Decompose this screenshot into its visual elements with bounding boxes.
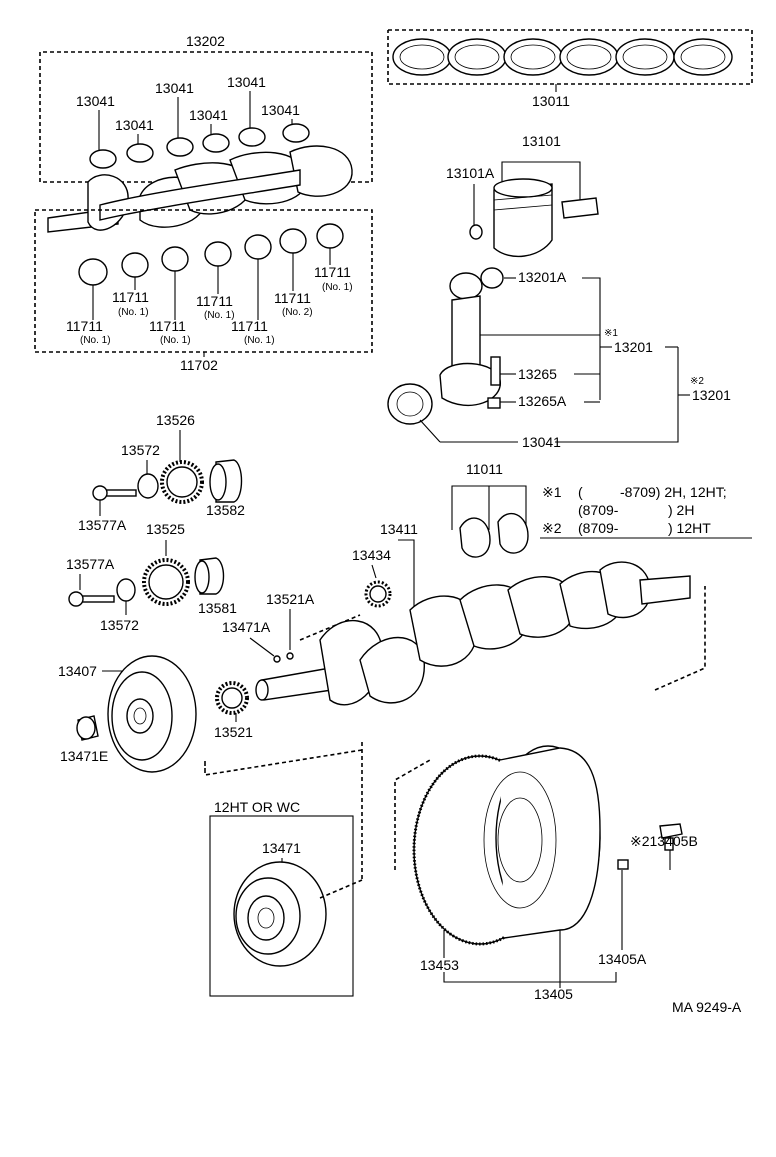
- label-11711-note: (No. 1): [80, 335, 111, 346]
- label-13525: 13525: [146, 521, 185, 537]
- variant-label: 12HT OR WC: [214, 799, 300, 815]
- label-13041: 13041: [522, 434, 561, 450]
- main-crankshaft: 13411: [255, 521, 706, 706]
- label-13471A: 13471A: [222, 619, 271, 635]
- variant-box-12ht-wc: 12HT OR WC 13471: [209, 742, 363, 997]
- ring-stacks: [392, 38, 733, 76]
- mark-1: ※1: [604, 328, 618, 339]
- label-11711-note: (No. 1): [160, 335, 191, 346]
- usage-notes: ※1 ( -8709) 2H, 12HT; (8709- ) 2H ※2 (87…: [540, 484, 752, 539]
- label-13405B: ※213405B: [630, 833, 698, 849]
- label-13434: 13434: [352, 547, 391, 563]
- label-13405A: 13405A: [598, 951, 647, 967]
- label-13581: 13581: [198, 600, 237, 616]
- label-13521A: 13521A: [266, 591, 315, 607]
- rod-bearing: [387, 383, 433, 425]
- label-13041: 13041: [115, 117, 154, 133]
- label-13521: 13521: [214, 724, 253, 740]
- label-13201: 13201: [614, 339, 653, 355]
- label-11711: 11711: [112, 289, 149, 305]
- label-11711: 11711: [196, 293, 233, 309]
- piston-assembly: 13101 13101A: [446, 133, 599, 258]
- label-13265: 13265: [518, 366, 557, 382]
- label-13265A: 13265A: [518, 393, 567, 409]
- label-13201: 13201: [692, 387, 731, 403]
- label-13407: 13407: [58, 663, 97, 679]
- note-1-a: (: [578, 484, 583, 500]
- piston-ring-set: 13011: [387, 29, 753, 109]
- label-13572: 13572: [100, 617, 139, 633]
- drawing-number: MA 9249-A: [672, 999, 742, 1015]
- label-11711: 11711: [149, 318, 186, 334]
- label-11711: 11711: [231, 318, 268, 334]
- label-13572: 13572: [121, 442, 160, 458]
- lower-bearing-shells: [78, 223, 344, 286]
- label-13202: 13202: [186, 33, 225, 49]
- label-13041: 13041: [189, 107, 228, 123]
- note-2-a: (8709-: [578, 520, 619, 536]
- label-13577A: 13577A: [66, 556, 115, 572]
- label-11702: 11702: [180, 357, 218, 373]
- label-11711-note: (No. 1): [204, 310, 235, 321]
- label-11711: 11711: [66, 318, 103, 334]
- lower-bearing-group: 11711 (No. 1) 11711 (No. 1) 11711 (No. 2…: [34, 209, 373, 373]
- crank-pulley: 13407 13471E 13521: [58, 655, 363, 776]
- label-13041: 13041: [261, 102, 300, 118]
- label-11711: 11711: [314, 264, 351, 280]
- label-13405: 13405: [534, 986, 573, 1002]
- upper-bearing-group: 13202 13041 13041 13041 13041 13041 1304…: [39, 33, 373, 183]
- upper-bearing-shells: [89, 123, 310, 169]
- label-11711-note: (No. 2): [282, 307, 313, 318]
- label-13101: 13101: [522, 133, 561, 149]
- label-11711: 11711: [274, 290, 311, 306]
- note-1-d: ) 2H: [668, 502, 694, 518]
- label-13041: 13041: [76, 93, 115, 109]
- piston-clip: [469, 224, 483, 240]
- label-13582: 13582: [206, 502, 245, 518]
- label-13011: 13011: [532, 93, 570, 109]
- label-13201A: 13201A: [518, 269, 567, 285]
- label-11711-note: (No. 1): [118, 307, 149, 318]
- note-1-b: -8709) 2H, 12HT;: [620, 484, 727, 500]
- piston-pin: [561, 197, 599, 219]
- label-11011: 11011: [466, 461, 503, 477]
- mark-2: ※2: [690, 376, 704, 387]
- label-11711-note: (No. 1): [244, 335, 275, 346]
- note-2-b: ) 12HT: [668, 520, 711, 536]
- label-13101A: 13101A: [446, 165, 495, 181]
- label-13471E: 13471E: [60, 748, 108, 764]
- thrust-washer-group: 11011: [451, 461, 529, 558]
- note-1-c: (8709-: [578, 502, 619, 518]
- label-13411: 13411: [380, 521, 418, 537]
- top-crankshaft: [47, 145, 353, 233]
- label-13526: 13526: [156, 412, 195, 428]
- flywheel-assembly: 13453 13405 ※213405B 13405A: [394, 745, 698, 1002]
- label-13471: 13471: [262, 840, 301, 856]
- note-mark-1: ※1: [542, 484, 562, 500]
- label-13041: 13041: [227, 74, 266, 90]
- timing-gear-group: 13526 13572 13582 13577A 13525 13572 135…: [66, 412, 245, 633]
- key-parts: 13521A 13471A 13434: [222, 547, 392, 663]
- note-mark-2: ※2: [542, 520, 562, 536]
- label-13041: 13041: [155, 80, 194, 96]
- label-13577A: 13577A: [78, 517, 127, 533]
- connecting-rod-assembly: 13201A ※1 13201 ※2 13201 13265 13265A 13…: [387, 267, 731, 450]
- label-13453: 13453: [420, 957, 459, 973]
- label-11711-note: (No. 1): [322, 282, 353, 293]
